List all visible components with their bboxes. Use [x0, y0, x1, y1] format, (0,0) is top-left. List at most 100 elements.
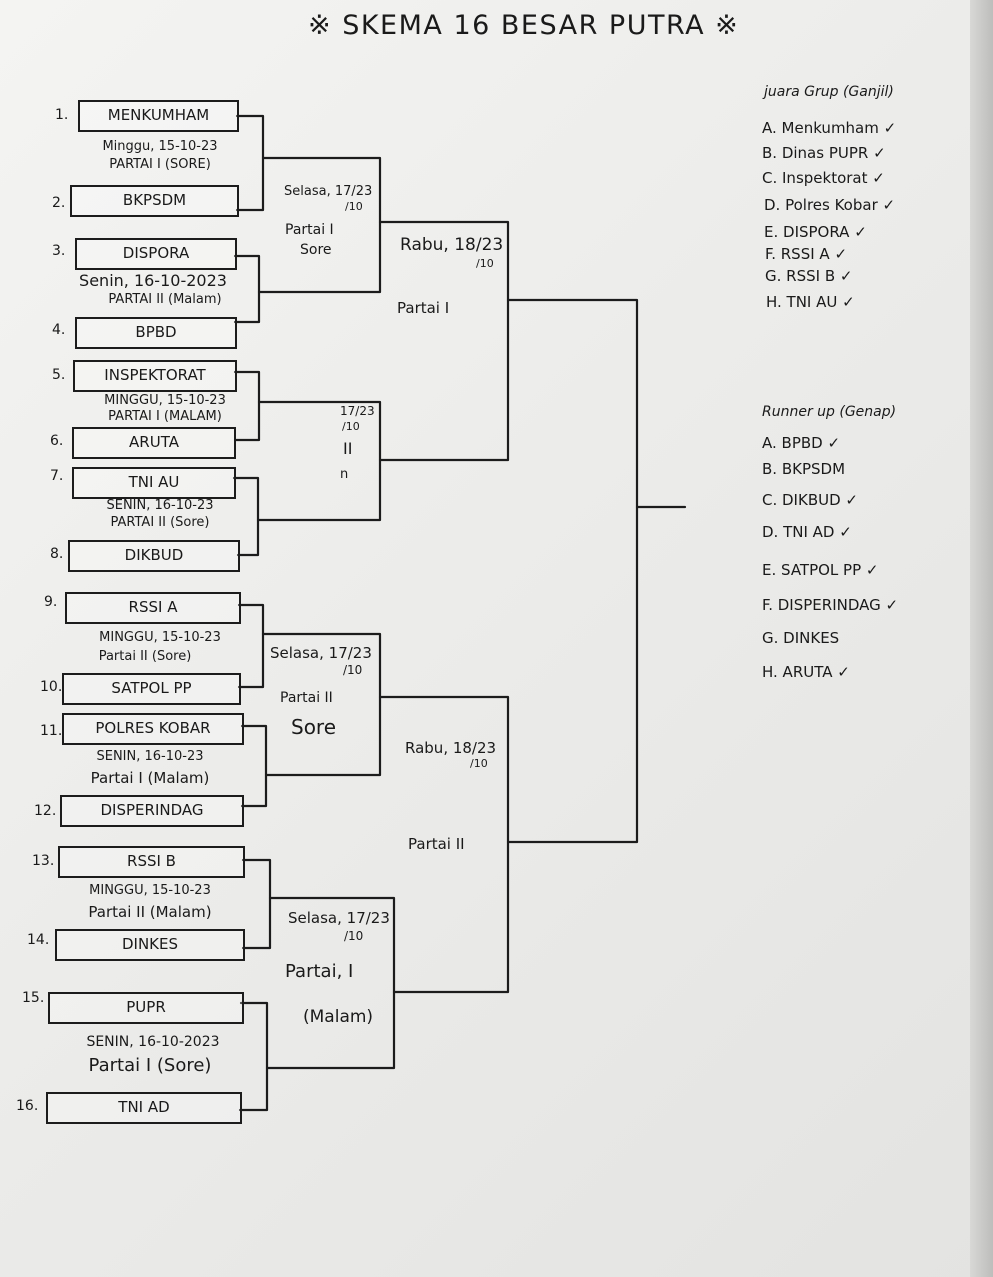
runner-item: C. DIKBUD ✓	[762, 491, 858, 509]
seed-number: 6.	[50, 433, 64, 449]
bracket-line	[265, 896, 396, 1070]
team-box: BKPSDM	[70, 185, 239, 217]
team-box: TNI AU	[72, 467, 236, 499]
team-box: BPBD	[75, 317, 237, 349]
runner-item: E. SATPOL PP ✓	[762, 561, 879, 579]
round3-date: Rabu, 18/23	[400, 235, 504, 255]
seed-number: 1.	[55, 107, 69, 123]
match-date: MINGGU, 15-10-23	[89, 883, 211, 898]
bracket-line	[233, 254, 261, 324]
seed-number: 15.	[22, 990, 45, 1006]
team-box: RSSI B	[58, 846, 245, 878]
round2-month: /10	[343, 663, 363, 677]
page-title: ※ SKEMA 16 BESAR PUTRA ※	[308, 10, 740, 41]
match-date: MINGGU, 15-10-23	[99, 630, 221, 645]
match-slot: Partai II (Sore)	[98, 649, 192, 664]
team-box: DISPORA	[75, 238, 237, 270]
runner-item: G. DINKES	[762, 629, 840, 647]
bracket-line	[241, 858, 272, 950]
round2-session: Sore	[300, 242, 332, 258]
bracket-line	[238, 1001, 269, 1112]
juara-item: B. Dinas PUPR ✓	[762, 144, 886, 162]
seed-number: 9.	[44, 594, 58, 610]
seed-number: 8.	[50, 546, 64, 562]
match-slot: Partai II (Malam)	[88, 903, 212, 921]
seed-number: 16.	[16, 1098, 39, 1114]
seed-number: 11.	[40, 723, 63, 739]
match-slot: PARTAI II (Malam)	[108, 292, 222, 307]
round2-date: 17/23	[340, 404, 375, 418]
match-date: Minggu, 15-10-23	[102, 139, 218, 154]
match-slot: PARTAI I (SORE)	[109, 157, 211, 172]
seed-number: 12.	[34, 803, 57, 819]
team-box: MENKUMHAM	[78, 100, 239, 132]
match-date: SENIN, 16-10-23	[106, 498, 214, 513]
bracket-line	[235, 114, 265, 212]
round2-month: /10	[345, 200, 363, 213]
round3-date: Rabu, 18/23	[405, 739, 497, 757]
bracket-line	[378, 695, 510, 994]
round2-match: Partai, I	[285, 961, 354, 982]
match-date: Senin, 16-10-2023	[79, 271, 227, 290]
round2-month: /10	[344, 929, 364, 943]
match-date: MINGGU, 15-10-23	[104, 393, 226, 408]
seed-number: 13.	[32, 853, 55, 869]
match-slot: PARTAI I (MALAM)	[108, 409, 222, 424]
team-box: TNI AD	[46, 1092, 242, 1124]
round2-session: (Malam)	[303, 1007, 374, 1027]
round2-date: Selasa, 17/23	[284, 184, 373, 199]
round2-date: Selasa, 17/23	[270, 644, 372, 662]
team-box: SATPOL PP	[62, 673, 241, 705]
team-box: DISPERINDAG	[60, 795, 244, 827]
match-date: SENIN, 16-10-23	[96, 749, 204, 764]
juara-item: A. Menkumham ✓	[762, 119, 897, 137]
juara-item: D. Polres Kobar ✓	[764, 196, 896, 214]
team-box: RSSI A	[65, 592, 241, 624]
match-date: SENIN, 16-10-2023	[86, 1034, 220, 1050]
bracket-line	[233, 370, 261, 442]
round3-month: /10	[470, 757, 488, 770]
seed-number: 7.	[50, 468, 64, 484]
match-slot: Partai I (Malam)	[90, 769, 210, 787]
round3-month: /10	[476, 257, 494, 270]
juara-item: E. DISPORA ✓	[764, 223, 867, 241]
bracket-line	[257, 156, 382, 294]
seed-number: 5.	[52, 367, 66, 383]
round2-match: Partai II	[280, 690, 333, 706]
bracket-line	[240, 724, 268, 808]
seed-number: 3.	[52, 243, 66, 259]
round2-session: n	[340, 467, 349, 482]
round2-date: Selasa, 17/23	[288, 909, 390, 927]
seed-number: 4.	[52, 322, 66, 338]
team-box: ARUTA	[72, 427, 236, 459]
bracket-line	[506, 298, 639, 844]
juara-item: F. RSSI A ✓	[765, 245, 848, 263]
seed-number: 14.	[27, 932, 50, 948]
bracket-line	[232, 476, 260, 557]
bracket-line	[378, 220, 510, 462]
runner-item: F. DISPERINDAG ✓	[762, 596, 899, 614]
seed-number: 10.	[40, 679, 63, 695]
team-box: POLRES KOBAR	[62, 713, 244, 745]
round2-match: II	[343, 439, 353, 458]
board-frame-edge	[970, 0, 993, 1277]
runner-item: B. BKPSDM	[762, 460, 846, 478]
round2-session: Sore	[291, 715, 337, 739]
match-slot: Partai I (Sore)	[88, 1055, 212, 1076]
team-box: DIKBUD	[68, 540, 240, 572]
round3-match: Partai I	[397, 299, 450, 317]
bracket-line	[256, 400, 382, 522]
bracket-line	[261, 632, 382, 777]
juara-heading: juara Grup (Ganjil)	[764, 84, 894, 100]
round2-match: Partai I	[285, 222, 334, 238]
runner-heading: Runner up (Genap)	[762, 404, 897, 420]
round2-month: /10	[342, 420, 360, 433]
team-box: PUPR	[48, 992, 244, 1024]
juara-item: H. TNI AU ✓	[766, 293, 855, 311]
team-box: INSPEKTORAT	[73, 360, 237, 392]
runner-item: D. TNI AD ✓	[762, 523, 852, 541]
match-slot: PARTAI II (Sore)	[110, 515, 210, 530]
team-box: DINKES	[55, 929, 245, 961]
